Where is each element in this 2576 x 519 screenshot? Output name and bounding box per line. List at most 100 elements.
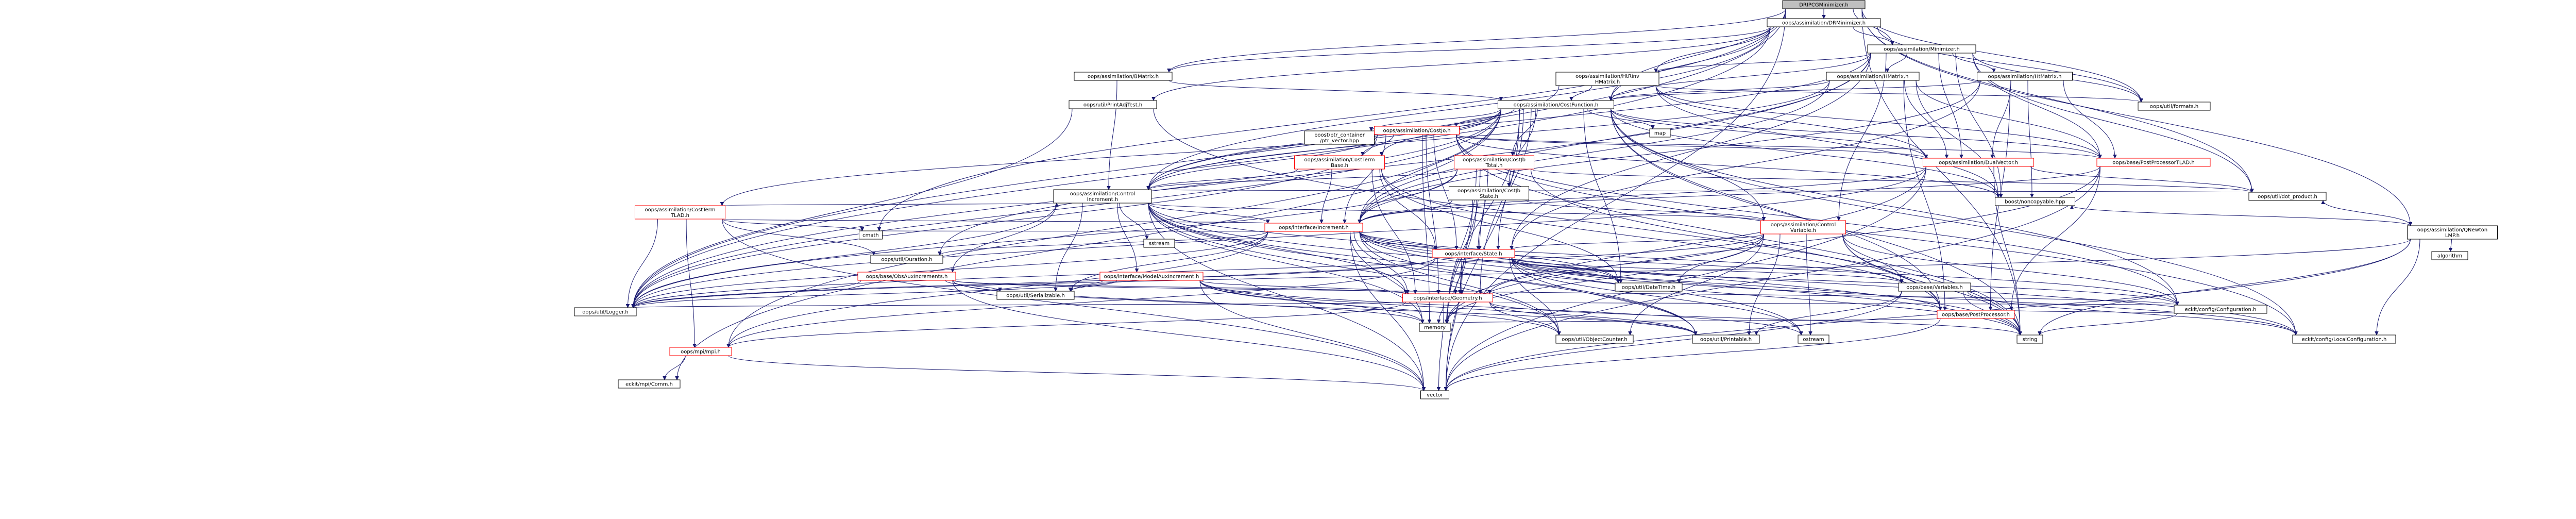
node-label: eckit/mpi/Comm.h xyxy=(625,382,673,388)
graph-node-algorithm[interactable]: algorithm xyxy=(2431,251,2468,260)
graph-node-drpminimizer[interactable]: oops/assimilation/DRMinimizer.h xyxy=(1767,18,1881,27)
graph-node-vector[interactable]: vector xyxy=(1420,390,1449,399)
graph-node-ptrcontainer[interactable]: boost/ptr_container/ptr_vector.hpp xyxy=(1304,130,1375,145)
graph-node-map[interactable]: map xyxy=(1649,128,1671,138)
graph-node-noncopyable[interactable]: boost/noncopyable.hpp xyxy=(1995,197,2075,206)
graph-node-mpi[interactable]: oops/mpi/mpi.h xyxy=(669,347,732,356)
dependency-edge xyxy=(1510,257,1560,335)
dependency-edge xyxy=(1446,166,1926,391)
graph-node-printable[interactable]: oops/util/Printable.h xyxy=(1692,334,1760,344)
dependency-edge xyxy=(2451,239,2452,252)
dependency-edge xyxy=(1455,257,1466,294)
graph-node-memory[interactable]: memory xyxy=(1419,323,1451,332)
graph-node-cmath[interactable]: cmath xyxy=(859,230,883,240)
dependency-edge xyxy=(1511,257,1902,283)
graph-node-comm[interactable]: eckit/mpi/Comm.h xyxy=(618,379,681,389)
dependency-edge xyxy=(953,203,1057,272)
graph-node-formats[interactable]: oops/util/formats.h xyxy=(2138,102,2211,111)
dependency-edge xyxy=(940,231,1268,256)
dependency-edge xyxy=(1148,203,1801,335)
dependency-edge xyxy=(1117,203,1137,272)
node-box xyxy=(1432,249,1515,258)
dependency-edge xyxy=(1199,280,1801,336)
dependency-edge xyxy=(633,233,1764,308)
node-box xyxy=(635,205,725,220)
dependency-edge xyxy=(1360,169,1458,223)
node-label: oops/assimilation/HMatrix.h xyxy=(1837,74,1909,80)
node-box xyxy=(996,291,1075,300)
graph-node-htmatrix[interactable]: oops/assimilation/HtMatrix.h xyxy=(1977,72,2073,81)
dependency-edge xyxy=(1360,108,1501,223)
dependency-edge xyxy=(1359,231,1559,335)
node-label: oops/assimilation/DualVector.h xyxy=(1939,160,2018,166)
graph-node-logger[interactable]: oops/util/Logger.h xyxy=(574,307,637,316)
graph-node-costfunction[interactable]: oops/assimilation/CostFunction.h xyxy=(1498,100,1614,109)
graph-node-serializable[interactable]: oops/util/Serializable.h xyxy=(996,291,1075,300)
graph-node-string[interactable]: string xyxy=(2016,334,2043,344)
graph-node-variables[interactable]: oops/base/Variables.h xyxy=(1898,282,1971,292)
graph-node-configuration[interactable]: eckit/config/Configuration.h xyxy=(2174,305,2267,314)
graph-node-geometry[interactable]: oops/interface/Geometry.h xyxy=(1402,293,1493,303)
node-box xyxy=(1498,100,1614,109)
dependency-edge xyxy=(1526,199,1764,221)
node-box xyxy=(1099,272,1204,281)
node-label: oops/base/PostProcessorTLAD.h xyxy=(2112,160,2194,166)
dependency-edge xyxy=(1447,257,1462,323)
dependency-edge xyxy=(1109,80,1117,190)
dependency-edge xyxy=(1967,291,2296,336)
graph-node-obsauxinc[interactable]: oops/base/ObsAuxIncrements.h xyxy=(857,272,956,281)
graph-node-duration[interactable]: oops/util/Duration.h xyxy=(870,255,943,264)
dependency-edge xyxy=(1531,169,2252,193)
graph-node-costjo[interactable]: oops/assimilation/CostJo.h xyxy=(1374,126,1460,135)
graph-node-state[interactable]: oops/interface/State.h xyxy=(1432,249,1515,258)
graph-node-localconfig[interactable]: eckit/config/LocalConfiguration.h xyxy=(2292,334,2396,344)
dependency-edge xyxy=(879,8,1786,231)
node-label: oops/util/PrintAdjTest.h xyxy=(1083,103,1142,108)
graph-node-dotproduct[interactable]: oops/util/dot_product.h xyxy=(2248,192,2327,201)
dependency-edge xyxy=(1359,231,1435,250)
dependency-edge xyxy=(1903,80,1945,310)
graph-node-modelauxinc[interactable]: oops/interface/ModelAuxIncrement.h xyxy=(1099,272,1204,281)
graph-node-bmatrix[interactable]: oops/assimilation/BMatrix.h xyxy=(1074,72,1173,81)
graph-node-hmatrix[interactable]: oops/assimilation/HMatrix.h xyxy=(1826,72,1920,81)
graph-node-postproctlad[interactable]: oops/base/PostProcessorTLAD.h xyxy=(2096,158,2211,167)
graph-node-dualvector[interactable]: oops/assimilation/DualVector.h xyxy=(1923,158,2034,167)
node-box xyxy=(2016,334,2043,344)
graph-node-printadj[interactable]: oops/util/PrintAdjTest.h xyxy=(1069,100,1157,109)
dependency-edge xyxy=(1456,134,2178,305)
node-label: eckit/config/LocalConfiguration.h xyxy=(2302,337,2387,343)
node-box xyxy=(1937,310,2015,319)
dependency-edge xyxy=(1169,26,1771,73)
dependency-edge xyxy=(1756,291,1902,336)
dependency-edge xyxy=(1446,318,1941,391)
dependency-edge xyxy=(633,231,1268,308)
graph-node-datetime[interactable]: oops/util/DateTime.h xyxy=(1615,282,1683,292)
node-box xyxy=(2174,305,2267,314)
dependency-edge xyxy=(1656,53,1871,73)
graph-node-minimizer[interactable]: oops/assimilation/Minimizer.h xyxy=(1867,44,1976,54)
graph-node-postproc[interactable]: oops/base/PostProcessor.h xyxy=(1937,310,2015,319)
graph-node-sstream[interactable]: sstream xyxy=(1143,239,1175,248)
dependency-edge xyxy=(1955,53,2001,197)
graph-node-ostream[interactable]: ostream xyxy=(1798,334,1829,344)
dependency-edge xyxy=(1446,239,2411,391)
node-box xyxy=(1053,189,1152,204)
graph-node-increment[interactable]: oops/interface/Increment.h xyxy=(1264,223,1363,232)
graph-node-objectcounter[interactable]: oops/util/ObjectCounter.h xyxy=(1555,334,1634,344)
node-box xyxy=(1782,0,1866,9)
dependency-edge xyxy=(1611,108,2178,305)
node-label: oops/assimilation/CostJo.h xyxy=(1383,128,1450,134)
node-box xyxy=(1420,390,1449,399)
